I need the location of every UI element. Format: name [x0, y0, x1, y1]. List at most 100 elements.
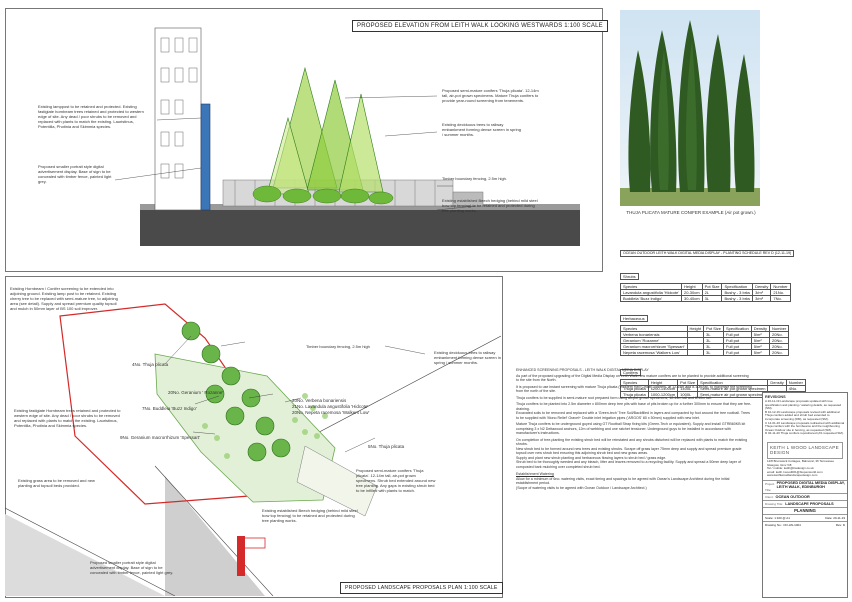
- plan-note-topleft: Existing Hornbeam / Conifer screening to…: [10, 286, 118, 311]
- spec-para: New shrub bed to be formed around new tr…: [516, 446, 742, 456]
- firm-email: email: keith.l.wood001@btopenworld.com: [767, 469, 823, 474]
- plan-note-conifers: Proposed semi-mature conifers 'Thuja pli…: [356, 468, 436, 493]
- client-row: Client: OCEAN OUTDOOR: [763, 492, 847, 500]
- cell: 5/m²: [750, 349, 771, 356]
- firm-web: www.keithlwoodlandscapedesign.com: [767, 473, 818, 478]
- project-row: Project Title: PROPOSED DIGITAL MEDIA DI…: [763, 479, 847, 493]
- specification-text: ENHANCED SCREENING PROPOSALS - LEITH WAL…: [516, 368, 752, 490]
- client-label: Client:: [765, 494, 774, 499]
- elevation-note-conifers: Proposed semi-mature conifers 'Thuja pli…: [442, 88, 539, 103]
- plan-drawing: [5, 303, 501, 596]
- col-pot-size: Pot Size: [701, 283, 723, 290]
- schedule-herbaceous-heading: Herbaceous: [620, 315, 648, 322]
- schedule-conifers-heading: Conifers: [620, 369, 641, 376]
- drawing-no-label: Drawing No.:: [765, 522, 783, 527]
- cell: Bushy - 3 brks: [721, 295, 754, 302]
- elevation-note-fencing: Timber boundary fencing, 2.5m high.: [442, 176, 507, 181]
- firm-logo-box: KEITH L WOOD LANDSCAPE DESIGN: [767, 441, 843, 459]
- cell: Lavandula angustifolia 'Hidcote': [619, 289, 683, 296]
- thuja-photo: [620, 10, 760, 206]
- schedule-herbaceous-table: Species Height Pot Size Specification De…: [620, 325, 790, 356]
- spec-para: As part of the proposed upgrading of the…: [516, 373, 749, 383]
- revision-item: C 14-01-20 Landscape proposals redrawned…: [765, 420, 845, 432]
- col-number: Number: [770, 283, 791, 290]
- firm-tel: Tel / mobile: keith@kwdesign.co.uk: [767, 466, 814, 471]
- cell: 1000-1200cm: [647, 391, 679, 398]
- firm-name: KEITH L WOOD LANDSCAPE DESIGN: [770, 444, 839, 456]
- firm-address: 12/8 Brunswick Cottages, Balmoral, 36 Te…: [767, 458, 834, 467]
- cell: 30-40cm: [681, 295, 703, 302]
- plan-note-left-mid: Existing fastigiate Hornbeam trees retai…: [14, 408, 121, 428]
- spec-para: It is proposed to use instant screening …: [516, 384, 752, 394]
- elevation-note-deciduous: Existing deciduous trees to railway emba…: [442, 122, 521, 137]
- cell: 3L: [701, 295, 723, 302]
- plan-title: PROPOSED LANDSCAPE PROPOSALS PLAN 1:100 …: [340, 582, 503, 594]
- plan-label-thuja-5: 5No. Thuja plicata: [368, 444, 405, 449]
- plan-frame: [5, 276, 503, 598]
- plan-note-sign: Proposed smaller portrait style digital …: [90, 560, 174, 575]
- spec-subheading: Establishment Watering: [516, 472, 554, 476]
- elevation-note-hornbeam: Existing lamppost to be retained and pro…: [38, 104, 144, 129]
- cell: 7No.: [770, 295, 791, 302]
- cell: Geranium macrorrhizum 'Spessart': [620, 343, 688, 350]
- drawing-row: Drawing Title: LANDSCAPE PROPOSALS: [763, 499, 847, 507]
- status-text: PLANNING: [794, 507, 816, 513]
- revisions-heading: REVISIONS: [765, 395, 786, 399]
- spec-para: Excavated soils to be removed and replac…: [516, 411, 750, 420]
- spec-heading: ENHANCED SCREENING PROPOSALS - LEITH WAL…: [516, 368, 649, 372]
- cell: Full pot: [723, 349, 752, 356]
- drawing-no-value: OO-LW-1004: [783, 522, 801, 527]
- project-label: Project Title:: [765, 481, 775, 492]
- cell: 20No.: [769, 349, 790, 356]
- rev-label: Rev:: [835, 522, 842, 527]
- plan-label-geranium-spessart: 9No. Geranium macrorrhizum 'Spessart': [120, 435, 200, 440]
- elevation-frame: [5, 8, 603, 272]
- scale-date-row: Scale: 1:100 @ A1 Date: 20-11-19: [763, 513, 847, 521]
- spec-para: Shrub bed to be thoroughly weeded and an…: [516, 460, 742, 469]
- spec-para: Thuja conifers to be planted into 2.5m d…: [516, 402, 752, 411]
- schedule-title: OCEAN OUTDOOR LEITH WALK DIGITAL MEDIA D…: [620, 250, 795, 257]
- scale-label: Scale:: [765, 515, 774, 520]
- plan-label-buddleia: 7No. Buddleia 'Buzz Indigo': [142, 406, 197, 411]
- col-spec: Specification: [723, 325, 752, 332]
- col-number: Number: [769, 325, 790, 332]
- status-row: PLANNING: [763, 506, 847, 514]
- col-number: Number: [785, 379, 807, 386]
- spec-para: Mature Thuja conifers to be underground …: [516, 422, 746, 435]
- cell: 3L: [703, 349, 725, 356]
- spec-para: Thuja conifers to be supplied in semi-ma…: [516, 395, 712, 400]
- cell: 20-30cm: [681, 289, 703, 296]
- spec-para: (Scope of watering visits to be agreed w…: [516, 485, 647, 490]
- date-value: 20-11-19: [833, 515, 845, 520]
- revision-item: A 20-11-19 Landscape proposals updated w…: [765, 399, 842, 411]
- client-name: OCEAN OUTDOOR: [775, 494, 810, 499]
- plan-label-geranium-rozanne: 20No. Geranium ' Rozanne': [168, 390, 224, 395]
- spec-para: On completion of tree-planting the exist…: [516, 437, 748, 447]
- drawing-no-row: Drawing No.: OO-LW-1004 Rev: D: [763, 520, 847, 528]
- plan-label-lavandula: 21No. Lavandula angustifolia 'Hidcote': [292, 404, 369, 409]
- plan-note-grass: Existing grass area to be removed and ne…: [18, 478, 95, 488]
- revision-item: B 10-12-19 Landscape proposals revised w…: [765, 409, 840, 421]
- plan-note-beech: Existing established Beech hedging (behi…: [262, 508, 358, 523]
- plan-label-thuja-4: 4No. Thuja plicata: [132, 362, 169, 367]
- planting-schedule: OCEAN OUTDOOR LEITH WALK DIGITAL MEDIA D…: [619, 241, 807, 398]
- col-density: Density: [750, 325, 771, 332]
- photo-caption: THUJA PLICATA MATURE CONIFER EXAMPLE (Ai…: [626, 210, 756, 215]
- date-label: Date:: [825, 515, 833, 520]
- cell: 3/m²: [752, 295, 772, 302]
- plan-label-verbena: 20No. Verbena bonariensis: [292, 398, 347, 403]
- title-block: REVISIONS A 20-11-19 Landscape proposals…: [762, 392, 848, 598]
- col-density: Density: [767, 379, 787, 386]
- drawing-title: LANDSCAPE PROPOSALS: [785, 501, 834, 506]
- table-row: Buddleia 'Buzz Indigo' 30-40cm 3L Bushy …: [619, 295, 791, 302]
- cell: Buddleia 'Buzz Indigo': [619, 295, 683, 302]
- cell: [686, 349, 705, 356]
- elevation-note-sign: Proposed smaller portrait style digital …: [38, 164, 112, 184]
- cell: Bushy - 3 brks: [721, 289, 754, 296]
- elevation-note-beech: Existing established Beech hedging (behi…: [442, 198, 538, 213]
- plan-label-nepeta: 20No. Nepeta racemosa 'Walkers Low': [292, 410, 370, 415]
- spec-para: Supply and plant new shrub planting and …: [516, 455, 667, 460]
- cell: Nepeta racemosa 'Walkers Low': [620, 349, 688, 356]
